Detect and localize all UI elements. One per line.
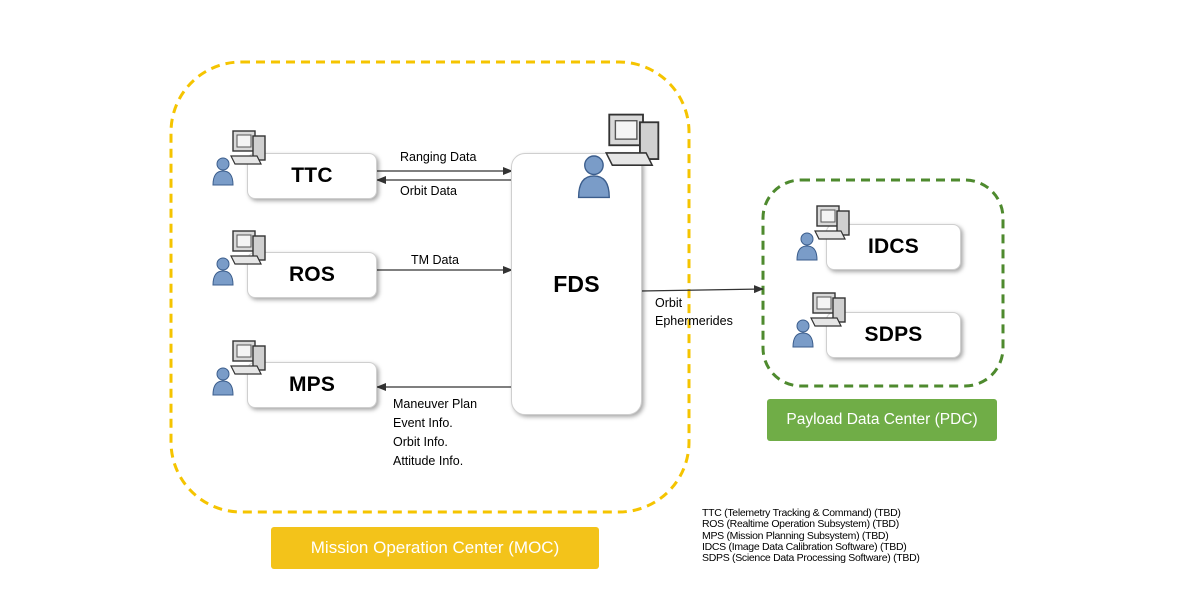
event-info-label: Event Info. [393,416,453,430]
orbit-ephemerides-arrow [640,285,764,294]
ros-label: ROS [288,263,336,286]
pdc-tag: Payload Data Center (PDC) [767,399,997,441]
sdps-label: SDPS [864,323,923,346]
legend-item-sdps: SDPS (Science Data Processing Software) … [702,552,920,565]
sdps-user-computer-icon [792,292,846,348]
ttc-label: TTC [291,164,333,187]
sdps-node[interactable]: SDPS [826,312,961,358]
mps-user-computer-icon [212,340,266,396]
pdc-boundary [761,178,1005,388]
moc-boundary [169,60,691,514]
legend: TTC (Telemetry Tracking & Command) (TBD)… [702,507,920,565]
fds-label: FDS [553,270,600,297]
orbit-data-label: Orbit Data [400,184,457,198]
moc-tag: Mission Operation Center (MOC) [271,527,599,569]
orbit-ephemerides-label-line2: Ephermerides [655,314,733,328]
tm-data-label: TM Data [411,253,459,267]
ttc-user-computer-icon [212,130,266,186]
fds-user-computer-icon [577,113,660,199]
maneuver-plan-label: Maneuver Plan [393,397,478,411]
legend-item-mps: MPS (Mission Planning Subsystem) (TBD) [702,529,889,542]
moc-tag-label: Mission Operation Center (MOC) [310,538,560,557]
legend-item-ttc: TTC (Telemetry Tracking & Command) (TBD) [702,507,901,519]
pdc-tag-label: Payload Data Center (PDC) [786,411,978,428]
orbit-info-label: Orbit Info. [393,435,448,449]
idcs-label: IDCS [868,235,919,258]
ranging-data-label: Ranging Data [400,150,477,164]
ttc-node[interactable]: TTC [247,153,377,199]
idcs-user-computer-icon [796,205,850,261]
fds-node[interactable]: FDS [511,153,642,415]
attitude-info-label: Attitude Info. [393,454,464,468]
legend-item-idcs: IDCS (Image Data Calibration Software) (… [702,540,907,553]
ros-node[interactable]: ROS [247,252,377,298]
mps-label: MPS [288,373,336,396]
legend-item-ros: ROS (Realtime Operation Subsystem) (TBD) [702,518,899,531]
orbit-ephemerides-label-line1: Orbit [655,296,683,310]
ros-user-computer-icon [212,230,266,286]
mps-node[interactable]: MPS [247,362,377,408]
